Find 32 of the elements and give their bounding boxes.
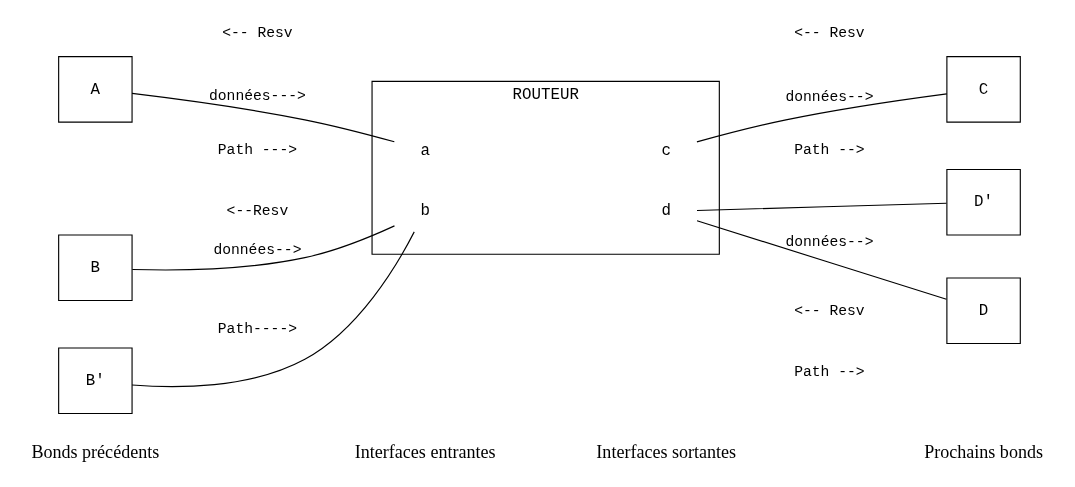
connector xyxy=(696,220,947,300)
connector xyxy=(696,93,948,143)
node-text: a xyxy=(420,141,430,160)
edge-label: données--> xyxy=(213,241,302,258)
node-box: C xyxy=(946,56,1021,123)
node-box: B xyxy=(58,234,133,302)
node-box: A xyxy=(58,56,133,123)
edge-label: données---> xyxy=(208,87,306,104)
node-text: b xyxy=(420,202,430,221)
connector xyxy=(696,202,947,212)
label: Path --> xyxy=(794,142,865,159)
label: Bonds précédents xyxy=(31,442,160,463)
label: Path----> xyxy=(217,320,298,337)
label: Path --> xyxy=(794,363,865,380)
label: <-- Resv xyxy=(794,302,865,319)
edge-label: données--> xyxy=(785,89,874,106)
node-text: c xyxy=(661,141,671,160)
label: <-- Resv xyxy=(222,24,293,41)
edge-label: données--> xyxy=(785,233,874,250)
connector xyxy=(131,231,415,388)
label: Prochains bonds xyxy=(924,442,1043,463)
label: <--Resv xyxy=(226,203,289,220)
node-text: d xyxy=(661,202,671,221)
node-box: D xyxy=(946,277,1021,344)
node-box: B' xyxy=(58,347,133,415)
label: <-- Resv xyxy=(794,24,865,41)
label: Path ---> xyxy=(217,142,298,159)
connector xyxy=(131,225,396,271)
connector xyxy=(131,92,395,143)
label: Interfaces sortantes xyxy=(596,442,737,463)
label: Interfaces entrantes xyxy=(354,442,496,463)
node-box: D' xyxy=(946,168,1021,236)
